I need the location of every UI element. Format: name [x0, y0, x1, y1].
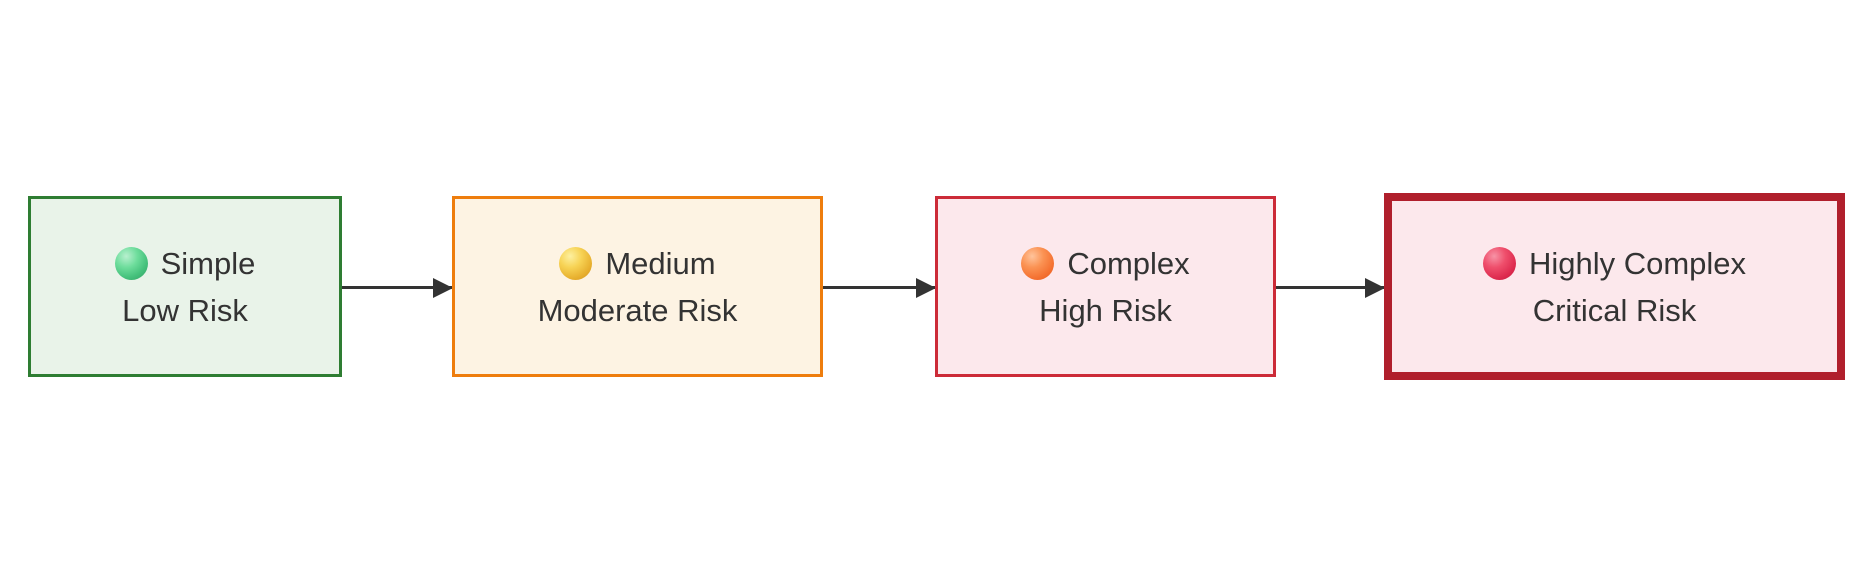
- node-medium: Medium Moderate Risk: [452, 196, 823, 377]
- node-title-row: Simple: [114, 240, 256, 287]
- yellow-circle-icon: [559, 246, 593, 280]
- node-sublabel: Critical Risk: [1532, 292, 1697, 328]
- node-label: Medium: [605, 245, 716, 281]
- node-sublabel: Low Risk: [122, 292, 248, 328]
- node-title-row: Complex: [1021, 240, 1190, 287]
- node-complex: Complex High Risk: [935, 196, 1276, 377]
- node-label: Highly Complex: [1528, 245, 1747, 281]
- orange-circle-icon: [1021, 246, 1055, 280]
- node-simple: Simple Low Risk: [28, 196, 342, 377]
- red-circle-icon: [1482, 246, 1516, 280]
- node-title-row: Medium: [559, 240, 716, 287]
- node-label: Simple: [160, 245, 256, 281]
- node-label: Complex: [1067, 245, 1190, 281]
- connector-arrow-3: [1276, 286, 1384, 289]
- node-title-row: Highly Complex: [1482, 240, 1747, 287]
- connector-arrow-1: [342, 286, 452, 289]
- node-sublabel: Moderate Risk: [537, 292, 738, 328]
- connector-arrow-2: [823, 286, 935, 289]
- node-sublabel: High Risk: [1039, 292, 1172, 328]
- green-circle-icon: [114, 246, 148, 280]
- node-highly-complex: Highly Complex Critical Risk: [1384, 193, 1845, 380]
